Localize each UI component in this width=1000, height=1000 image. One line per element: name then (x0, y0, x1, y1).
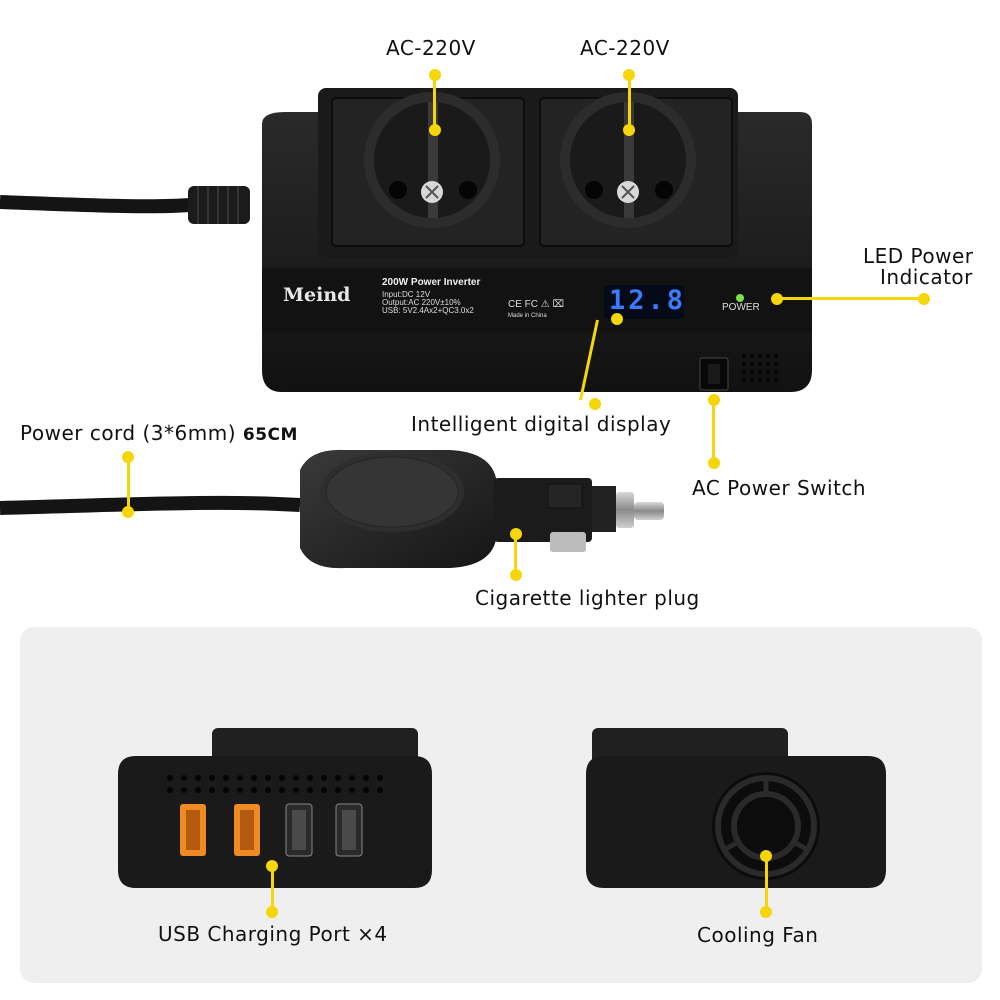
callout-dot (708, 394, 720, 406)
callout-dot (122, 506, 134, 518)
callout-dot (122, 451, 134, 463)
brand-logo: Meind (283, 284, 351, 306)
label-power-cord: Power cord (3*6mm) 65CM (20, 421, 298, 445)
callout-line-fan (765, 856, 768, 912)
callout-line-ac-right (628, 74, 631, 130)
callout-line-usb (271, 866, 274, 912)
label-led-indicator: Indicator (880, 265, 973, 289)
label-usb-ports: USB Charging Port ×4 (158, 922, 388, 946)
label-digital-display: Intelligent digital display (411, 412, 672, 436)
callout-dot (611, 313, 623, 325)
power-led-label: POWER (722, 302, 760, 313)
inverter-body (262, 88, 812, 392)
output-spec: Output:AC 220V±10% (382, 298, 461, 307)
input-spec: Input:DC 12V (382, 290, 431, 299)
cigarette-plug (300, 449, 664, 569)
callout-dot (429, 124, 441, 136)
callout-dot (589, 398, 601, 410)
usb-spec: USB: 5V2.4Ax2+QC3.0x2 (382, 306, 474, 315)
usb-side-view (118, 728, 432, 888)
label-power-cord-length: 65CM (242, 425, 298, 445)
callout-dot (918, 293, 930, 305)
label-ac-left: AC-220V (386, 36, 476, 60)
label-led-power: LED Power (863, 244, 974, 268)
power-cord-bottom (0, 495, 301, 515)
digital-display: 12.8 (609, 285, 687, 316)
callout-line-cord (127, 458, 130, 512)
label-lighter-plug: Cigarette lighter plug (475, 586, 700, 610)
callout-line-switch (712, 400, 715, 462)
callout-dot (760, 850, 772, 862)
label-power-cord-text: Power cord (3*6mm) (20, 421, 237, 445)
usb-vent-grid (167, 775, 383, 793)
callout-dot (760, 906, 772, 918)
callout-dot (771, 293, 783, 305)
power-cord-top (0, 195, 191, 214)
callout-dot (266, 906, 278, 918)
cord-strain-relief (188, 186, 250, 224)
made-in: Made in China (508, 313, 547, 319)
callout-dot (510, 569, 522, 581)
callout-line-plug (514, 534, 517, 576)
fan-side-view (586, 728, 886, 888)
callout-dot (266, 860, 278, 872)
callout-dot (510, 528, 522, 540)
label-ac-right: AC-220V (580, 36, 670, 60)
callout-dot (708, 457, 720, 469)
label-ac-switch: AC Power Switch (692, 476, 867, 500)
label-cooling-fan: Cooling Fan (697, 923, 819, 947)
callout-line-led (776, 297, 924, 300)
callout-dot (429, 69, 441, 81)
callout-dot (623, 69, 635, 81)
cert-marks: CE FC ⚠ ⌧ (508, 299, 565, 310)
callout-dot (623, 124, 635, 136)
side-vent (742, 354, 778, 382)
model-text: 200W Power Inverter (382, 277, 481, 288)
callout-line-ac-left (433, 74, 436, 130)
